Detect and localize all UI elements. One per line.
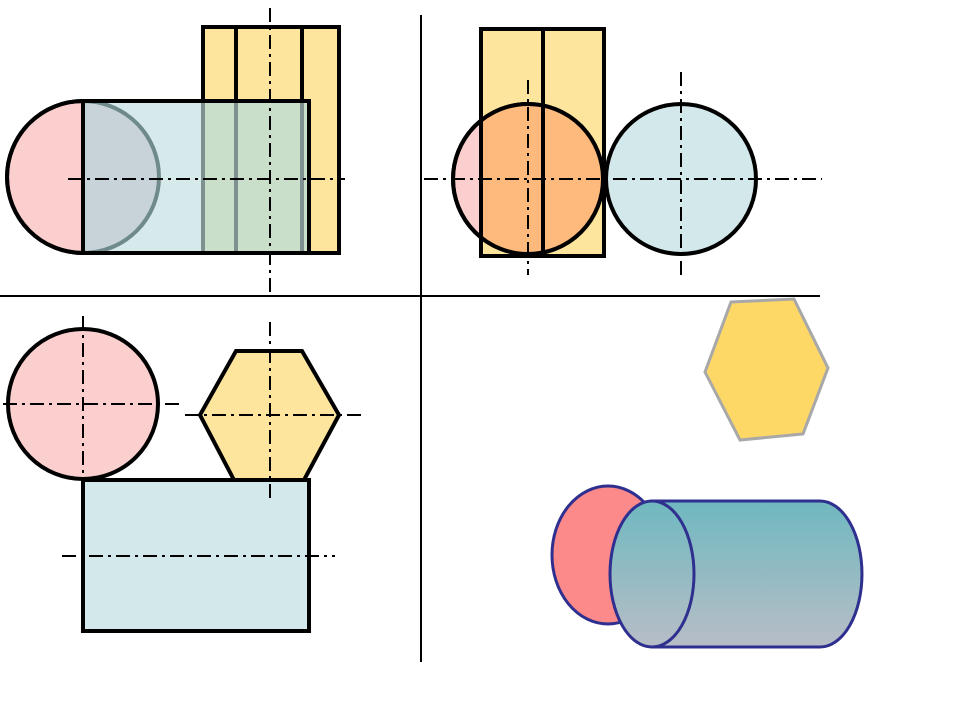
front-hidden-half-disk <box>81 98 161 256</box>
iso-cylinder-front-face <box>608 499 696 649</box>
side-view <box>424 27 822 275</box>
isometric-view <box>550 297 864 649</box>
front-overlap-zone <box>203 101 309 253</box>
front-pink-arc-outline <box>5 99 84 255</box>
iso-cylinder-body <box>650 499 864 649</box>
front-pink-half-disk <box>5 98 85 256</box>
iso-yellow-hexagon <box>703 297 830 442</box>
front-view <box>5 8 345 295</box>
front-blue-cylinder-outline <box>81 99 311 255</box>
top-view <box>3 316 362 633</box>
